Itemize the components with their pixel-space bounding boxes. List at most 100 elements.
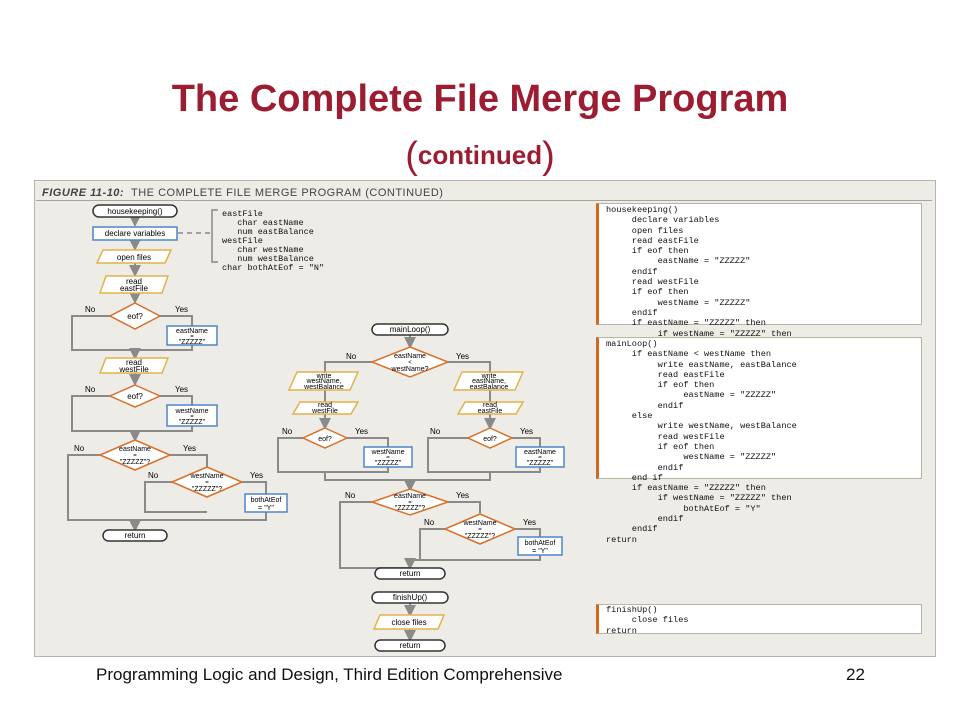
svg-text:eastName: eastName bbox=[176, 328, 208, 335]
slide-subtitle-text: continued bbox=[417, 140, 543, 170]
return-terminal-1: return bbox=[102, 529, 168, 542]
bothateof-box-2: bothAtEof = "Y" bbox=[517, 536, 563, 556]
svg-text:mainLoop(): mainLoop() bbox=[390, 325, 431, 334]
return-terminal-2: return bbox=[374, 567, 446, 580]
return-terminal-3: return bbox=[374, 639, 446, 652]
svg-text:open files: open files bbox=[117, 253, 151, 262]
svg-text:housekeeping(): housekeeping() bbox=[107, 207, 162, 216]
svg-text:No: No bbox=[346, 352, 357, 361]
declaration-line: char westName bbox=[222, 245, 304, 255]
svg-text:=: = bbox=[133, 453, 137, 459]
pseudocode-finishup-panel bbox=[596, 604, 922, 634]
read-eastfile-io: read eastFile bbox=[98, 275, 170, 294]
svg-text:=: = bbox=[408, 500, 412, 506]
westname-zzz-decision-2: westName = "ZZZZZ"? bbox=[443, 513, 517, 545]
svg-text:westName: westName bbox=[189, 473, 223, 480]
write-east-io: write eastName, eastBalance bbox=[452, 371, 525, 391]
westname-zzz-box-2: westName = "ZZZZZ" bbox=[363, 446, 413, 468]
pseudocode-housekeeping-panel bbox=[596, 203, 922, 325]
svg-text:read: read bbox=[126, 358, 142, 367]
svg-text:eof?: eof? bbox=[127, 312, 143, 321]
svg-text:westName?: westName? bbox=[391, 366, 429, 373]
compare-decision: eastName < westName? bbox=[369, 346, 451, 378]
westname-zzz-decision: westName = "ZZZZZ"? bbox=[170, 466, 244, 498]
svg-text:eof?: eof? bbox=[127, 392, 143, 401]
svg-text:Yes: Yes bbox=[456, 491, 469, 500]
svg-text:=: = bbox=[205, 480, 209, 486]
label-yes: Yes bbox=[175, 305, 188, 314]
svg-text:bothAtEof: bothAtEof bbox=[525, 540, 556, 547]
svg-text:eastFile: eastFile bbox=[120, 284, 149, 293]
svg-text:declare variables: declare variables bbox=[105, 229, 165, 238]
svg-text:<: < bbox=[408, 360, 412, 366]
eof-decision-1: eof? bbox=[108, 302, 162, 330]
svg-text:=: = bbox=[478, 527, 482, 533]
svg-text:eastName: eastName bbox=[524, 449, 556, 456]
westname-zzz-box: westName = "ZZZZZ" bbox=[166, 404, 218, 427]
svg-text:No: No bbox=[282, 427, 293, 436]
housekeeping-terminal: housekeeping() bbox=[92, 204, 178, 218]
svg-text:"ZZZZZ": "ZZZZZ" bbox=[179, 419, 206, 426]
svg-text:eof?: eof? bbox=[318, 436, 332, 443]
eastname-zzz-decision: eastName = "ZZZZZ"? bbox=[98, 439, 172, 471]
eastname-zzz-box-2: eastName = "ZZZZZ" bbox=[515, 446, 565, 468]
read-westfile-io-2: read westFile bbox=[291, 401, 360, 415]
svg-text:read: read bbox=[318, 402, 332, 409]
svg-text:"ZZZZZ": "ZZZZZ" bbox=[375, 460, 402, 467]
figure-caption: FIGURE 11-10: THE COMPLETE FILE MERGE PR… bbox=[42, 187, 444, 199]
svg-text:No: No bbox=[430, 427, 441, 436]
eof-decision-4: eof? bbox=[466, 427, 514, 449]
svg-text:eastName: eastName bbox=[394, 493, 426, 500]
svg-text:eastName: eastName bbox=[394, 353, 426, 360]
svg-text:No: No bbox=[85, 385, 96, 394]
eastname-zzz-box: eastName = "ZZZZZ" bbox=[166, 325, 218, 346]
svg-text:return: return bbox=[125, 531, 146, 540]
finishup-terminal: finishUp() bbox=[371, 591, 449, 604]
svg-text:eof?: eof? bbox=[483, 436, 497, 443]
slide-subtitle: (continued) bbox=[405, 135, 555, 177]
svg-text:eastName: eastName bbox=[119, 446, 151, 453]
svg-text:Yes: Yes bbox=[250, 471, 263, 480]
svg-text:No: No bbox=[424, 518, 435, 527]
svg-text:finishUp(): finishUp() bbox=[393, 593, 428, 602]
svg-text:westName: westName bbox=[370, 449, 404, 456]
label-no: No bbox=[85, 305, 96, 314]
declarations-list: eastFile char eastName num eastBalance w… bbox=[222, 209, 324, 273]
declaration-line: eastFile bbox=[222, 209, 263, 219]
svg-text:No: No bbox=[74, 444, 85, 453]
svg-text:westName: westName bbox=[462, 520, 496, 527]
declaration-line: char eastName bbox=[222, 218, 304, 228]
eastname-zzz-decision-2: eastName = "ZZZZZ"? bbox=[369, 488, 451, 516]
svg-text:"ZZZZZ": "ZZZZZ" bbox=[527, 460, 554, 467]
svg-text:"ZZZZZ": "ZZZZZ" bbox=[179, 339, 206, 346]
svg-text:"ZZZZZ"?: "ZZZZZ"? bbox=[395, 505, 425, 512]
mainloop-terminal: mainLoop() bbox=[371, 323, 449, 336]
svg-text:read: read bbox=[483, 402, 497, 409]
svg-text:Yes: Yes bbox=[456, 352, 469, 361]
pseudocode-mainloop: mainLoop() if eastName < westName then w… bbox=[606, 339, 797, 545]
svg-text:westName: westName bbox=[174, 408, 208, 415]
close-files-io: close files bbox=[372, 614, 446, 630]
svg-text:No: No bbox=[148, 471, 159, 480]
svg-text:= "Y": = "Y" bbox=[258, 505, 274, 512]
svg-text:No: No bbox=[345, 491, 356, 500]
svg-text:=: = bbox=[190, 334, 194, 340]
svg-text:= "Y": = "Y" bbox=[532, 548, 548, 555]
footer-course-title: Programming Logic and Design, Third Edit… bbox=[96, 665, 563, 684]
svg-text:Yes: Yes bbox=[183, 444, 196, 453]
svg-text:eastName,: eastName, bbox=[472, 378, 506, 385]
svg-text:bothAtEof: bothAtEof bbox=[251, 497, 282, 504]
declaration-line: westFile bbox=[222, 236, 263, 246]
bothateof-box-1: bothAtEof = "Y" bbox=[244, 493, 288, 513]
svg-text:close files: close files bbox=[391, 618, 426, 627]
read-eastfile-io-2: read eastFile bbox=[456, 401, 525, 415]
write-west-io: write westName, westBalance bbox=[287, 371, 360, 391]
declaration-line: num eastBalance bbox=[222, 227, 314, 237]
svg-text:=: = bbox=[190, 414, 194, 420]
svg-text:Yes: Yes bbox=[520, 427, 533, 436]
page-number: 22 bbox=[846, 665, 865, 684]
slide-title: The Complete File Merge Program bbox=[171, 78, 789, 120]
svg-text:Yes: Yes bbox=[175, 385, 188, 394]
svg-text:westFile: westFile bbox=[311, 408, 338, 415]
declaration-line: num westBalance bbox=[222, 254, 314, 264]
